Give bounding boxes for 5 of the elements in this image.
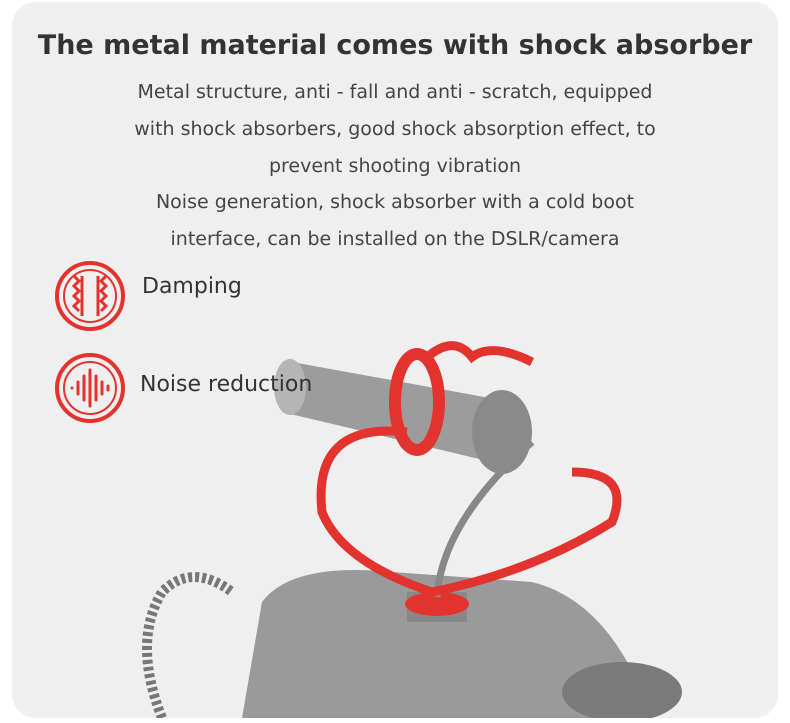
title: The metal material comes with shock absorber [36,30,754,61]
description-text: Noise generation, shock absorber with a cold boot interface, can be installed on the DSLR/camera [154,190,636,252]
feature-label: Damping [142,274,242,299]
feature-label: Noise reduction [140,372,312,397]
description-text: Metal structure, anti - fall and anti - scratch, equipped with shock absorbers, good shock absorption effect, to prevent shooting vibration [133,80,657,179]
